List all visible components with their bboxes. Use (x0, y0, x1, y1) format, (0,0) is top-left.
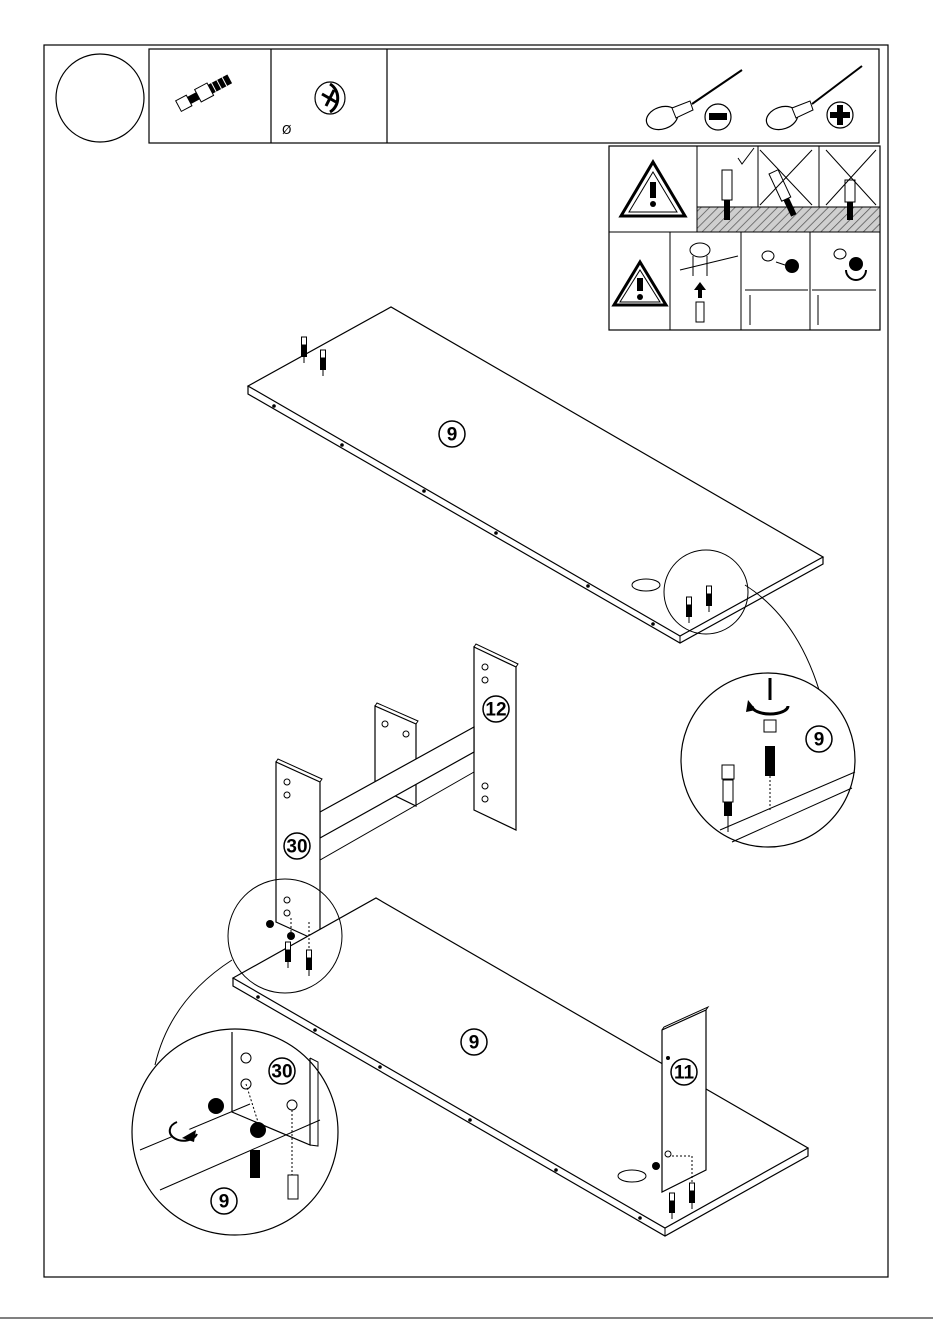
panel-label-30: 30 (286, 837, 307, 858)
panel-label-bottom: 9 (469, 1033, 480, 1054)
panel-label-12: 12 (485, 700, 506, 721)
panel-label-detail-1: 9 (814, 730, 825, 751)
panel-9-top: 9 (248, 307, 823, 643)
panel-label-detail-2: 9 (219, 1192, 230, 1213)
panel-label-11: 11 (674, 1063, 695, 1084)
step-number-badge (56, 54, 144, 142)
detail-view-2: 30 9 (132, 1029, 338, 1235)
cam-lock-nut-icon (315, 82, 345, 114)
panel-12-side: 12 (474, 644, 518, 830)
warning-panel (609, 146, 880, 330)
parts-header: Ø (149, 49, 879, 143)
panel-30-side: 30 (276, 759, 322, 942)
diameter-symbol: Ø (282, 123, 291, 137)
panel-label-top: 9 (447, 425, 458, 446)
detail-view-1: 9 (681, 673, 855, 847)
panel-label-detail-2-side: 30 (271, 1062, 292, 1083)
